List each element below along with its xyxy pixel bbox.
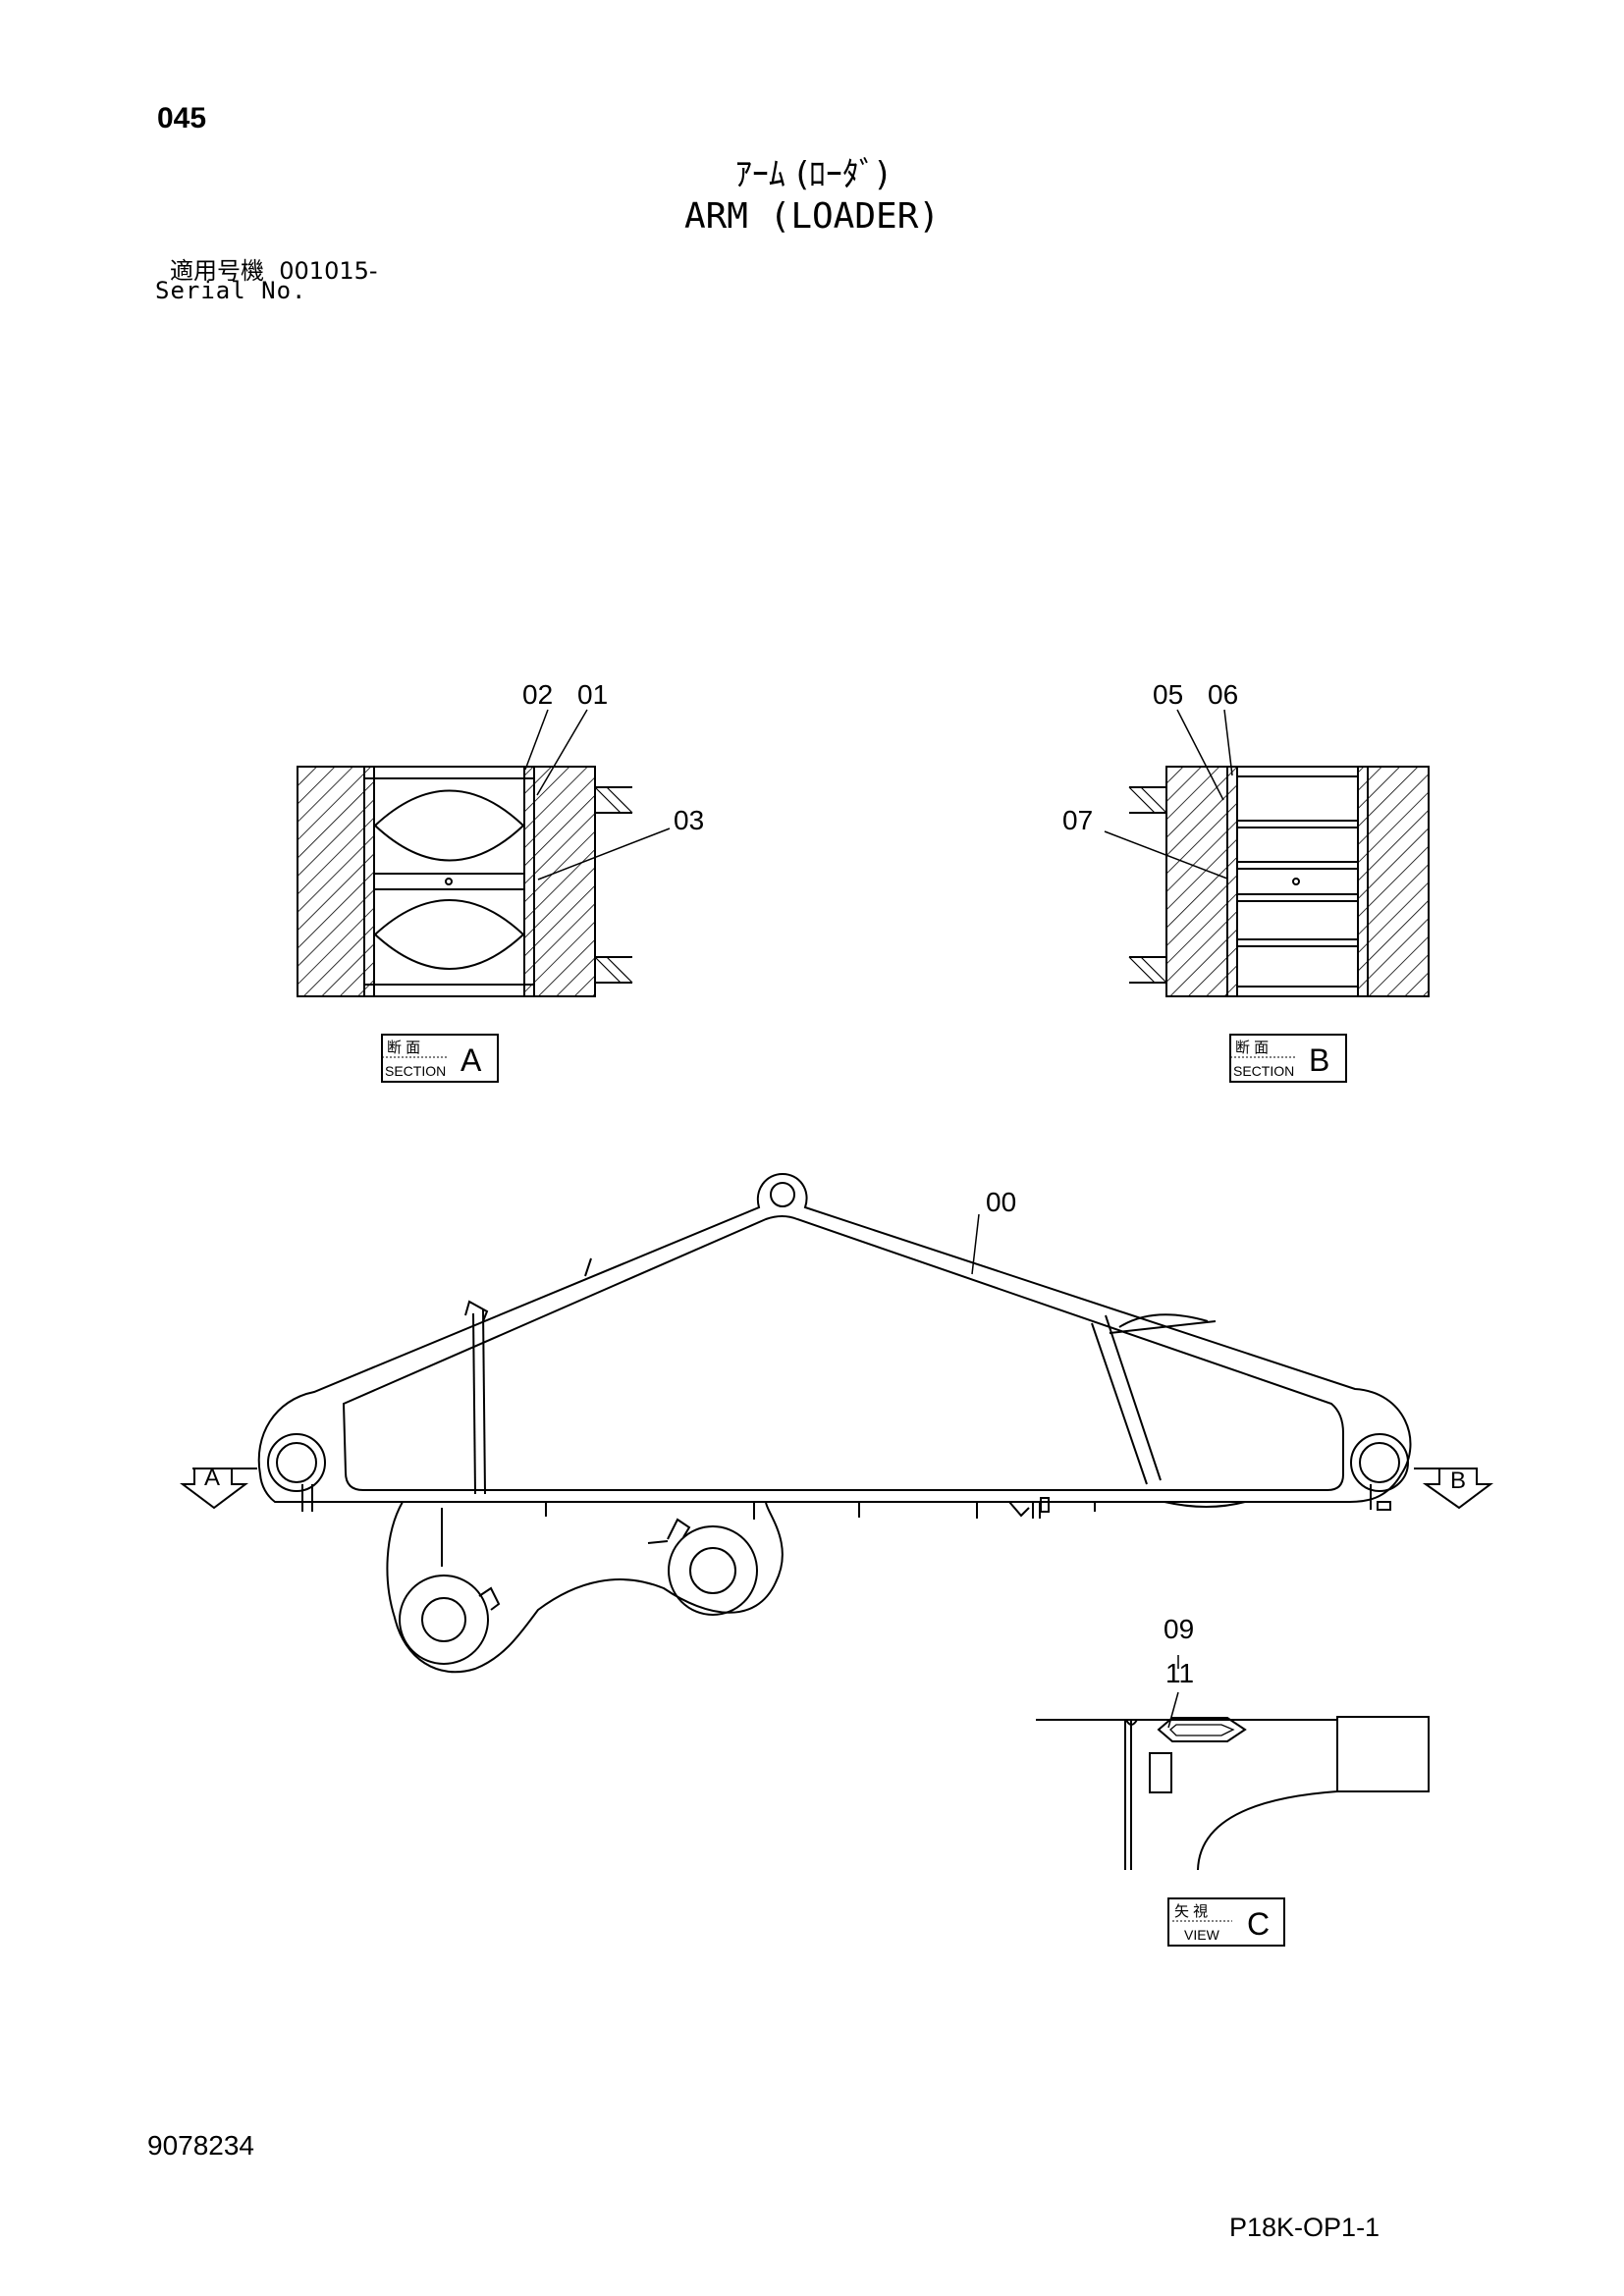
callout-05: 05 <box>1153 679 1183 710</box>
view-c-label-jp: 矢 視 <box>1174 1903 1208 1920</box>
section-a-label: 断 面 SECTION A <box>381 1034 499 1083</box>
view-c-label-en: VIEW <box>1184 1927 1220 1943</box>
page-code: P18K-OP1-1 <box>1229 2213 1380 2242</box>
arm-lower-pin-1-inner <box>421 1597 466 1642</box>
arm-right-boss-inner <box>1359 1442 1400 1483</box>
section-b-label-en: SECTION <box>1233 1063 1294 1079</box>
callout-03: 03 <box>674 805 704 835</box>
view-c-drawing <box>1036 1655 1430 1871</box>
title-japanese: ｱｰﾑ (ﾛｰﾀﾞ) <box>734 155 890 194</box>
arrow-a-symbol <box>180 1468 257 1510</box>
callout-11: 11 <box>1165 1658 1194 1688</box>
callout-01: 01 <box>577 679 608 710</box>
view-c-slot <box>1157 1717 1247 1742</box>
section-b-label-letter: B <box>1309 1042 1329 1078</box>
section-b-label: 断 面 SECTION B <box>1229 1034 1347 1083</box>
section-a-left-wall <box>297 766 365 997</box>
section-b-drawing <box>1104 709 1430 997</box>
callout-00: 00 <box>986 1187 1016 1217</box>
arm-outline <box>257 1172 1412 1503</box>
section-b-right-wall <box>1367 766 1430 997</box>
arm-right-boss-outer <box>1350 1433 1409 1492</box>
section-a-label-letter: A <box>460 1042 482 1078</box>
section-a-upper-lens <box>373 789 525 862</box>
serial-value: 001015- <box>279 257 378 285</box>
arm-lower-pin-1-outer <box>399 1575 489 1665</box>
arm-lower-pin-2-inner <box>689 1547 736 1594</box>
view-c-label-letter: C <box>1247 1906 1270 1942</box>
section-a-lower-lens <box>373 899 525 970</box>
title-english: ARM (LOADER) <box>683 196 941 237</box>
serial-label-english: Serial No. <box>155 277 307 304</box>
arrow-b-symbol <box>1414 1468 1493 1510</box>
part-number: 9078234 <box>147 2130 255 2161</box>
arm-lower-pin-2-outer <box>668 1525 758 1616</box>
arrow-a-letter: A <box>204 1465 220 1491</box>
arm-left-boss-outer <box>267 1433 326 1492</box>
view-c-label: 矢 視 VIEW C <box>1167 1897 1285 1947</box>
view-c-tag <box>1149 1752 1172 1793</box>
serial-label-japanese: 適用号機 001015- <box>170 251 378 286</box>
arrow-b-letter: B <box>1450 1468 1466 1494</box>
arm-main-drawing <box>180 1172 1493 1674</box>
page-number: 045 <box>157 102 207 134</box>
section-a-drawing <box>297 709 671 997</box>
arm-top-pin-hole <box>770 1182 795 1207</box>
callout-07: 07 <box>1062 805 1093 835</box>
section-a-label-jp: 断 面 <box>387 1040 420 1056</box>
callout-09: 09 <box>1164 1614 1194 1644</box>
section-b-label-jp: 断 面 <box>1235 1040 1269 1056</box>
callout-06: 06 <box>1208 679 1238 710</box>
arm-lower-bracket <box>386 1501 784 1674</box>
section-b-left-wall <box>1165 766 1228 997</box>
section-a-label-en: SECTION <box>385 1063 446 1079</box>
arm-left-boss-inner <box>276 1442 317 1483</box>
callout-02: 02 <box>522 679 553 710</box>
serial-label-jp-text: 適用号機 <box>170 257 264 285</box>
section-a-right-wall <box>533 766 596 997</box>
